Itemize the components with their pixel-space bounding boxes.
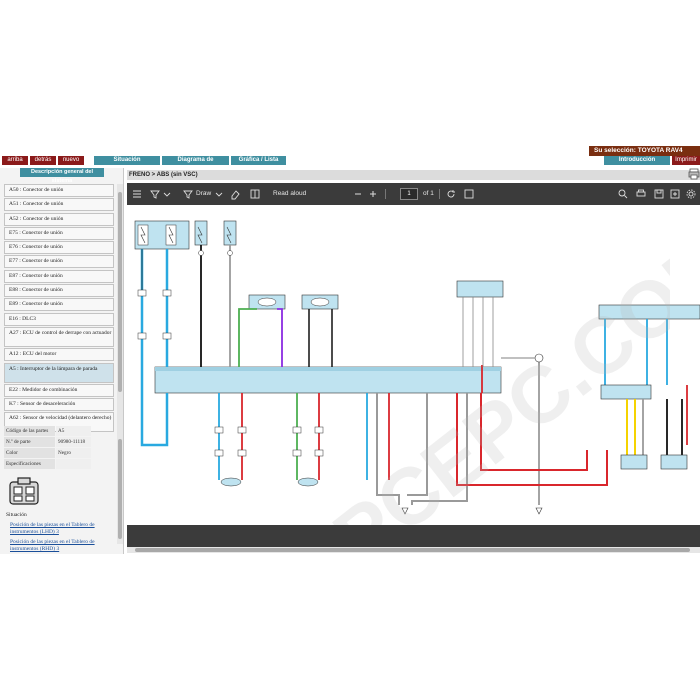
info-key: Color: [4, 448, 55, 458]
sidebar-scroll-thumb[interactable]: [118, 192, 122, 392]
search-icon[interactable]: [617, 188, 629, 200]
print-button[interactable]: Imprimir: [672, 156, 700, 165]
top-bar: Su selección: TOYOTA RAV4 arriba detrás …: [0, 146, 700, 172]
page-view-icon[interactable]: [249, 188, 261, 200]
fit-page-icon[interactable]: [463, 188, 475, 200]
sidebar-item[interactable]: E76 : Conector de unión: [4, 241, 114, 255]
info-row: Color Negro: [4, 448, 92, 458]
menu-icon[interactable]: [131, 188, 143, 200]
pdf-toolbar: Draw Read aloud 1 of 1: [127, 183, 700, 205]
info-row: Código de las partes A5: [4, 426, 92, 436]
sidebar-item[interactable]: E22 : Medidor de combinación: [4, 383, 114, 397]
tab-situacion[interactable]: Situación: [94, 156, 160, 165]
eraser-icon[interactable]: [229, 188, 241, 200]
info-key: Especificaciones: [4, 459, 55, 469]
info-key: Código de las partes: [4, 426, 55, 436]
rotate-icon[interactable]: [445, 188, 457, 200]
tab-grafica[interactable]: Gráfica / Lista: [231, 156, 286, 165]
info-value: Negro: [56, 448, 91, 458]
ecu-block: [154, 366, 502, 394]
sidebar-item[interactable]: K7 : Sensor de desaceleración: [4, 398, 114, 412]
page-number-input[interactable]: 1: [400, 188, 418, 200]
breadcrumb: FRENO > ABS (sin VSC): [127, 170, 700, 180]
sidebar-item[interactable]: E87 : Conector de unión: [4, 269, 114, 283]
nav-button-new[interactable]: nuevo: [58, 156, 84, 165]
wiring-diagram: [134, 220, 700, 515]
tab-introduccion[interactable]: Introducción: [604, 156, 670, 165]
sidebar-item[interactable]: A50 : Conector de unión: [4, 184, 114, 197]
draw-icon[interactable]: [182, 188, 194, 200]
info-row: Especificaciones: [4, 459, 92, 469]
connector-image: [9, 477, 39, 505]
info-value: 90980-11118: [56, 437, 91, 447]
sidebar-item[interactable]: E16 : DLC3: [4, 312, 114, 326]
tab-diagrama[interactable]: Diagrama de conexiones: [162, 156, 229, 172]
sidebar-item[interactable]: E77 : Conector de unión: [4, 255, 114, 269]
page-total: of 1: [423, 190, 434, 197]
link-lhd[interactable]: Posición de las piezas en el Tablero de …: [10, 522, 95, 535]
sidebar-item[interactable]: A12 : ECU del motor: [4, 348, 114, 362]
sidebar-item[interactable]: A5 : Interruptor de la lámpara de parada: [4, 362, 114, 383]
save-as-icon[interactable]: [669, 188, 681, 200]
chevron-down-icon[interactable]: [161, 188, 173, 200]
printer-icon[interactable]: [635, 188, 647, 200]
sidebar-item[interactable]: A27 : ECU de control de derrape con actu…: [4, 326, 114, 347]
zoom-out-icon[interactable]: [352, 188, 364, 200]
sidebar-item[interactable]: A51 : Conector de unión: [4, 198, 114, 212]
read-aloud-button[interactable]: Read aloud: [273, 190, 307, 197]
wiring-diagram-canvas[interactable]: [127, 205, 700, 525]
nav-button-back[interactable]: detrás: [30, 156, 56, 165]
viewer-bottom-bar: [127, 525, 700, 547]
sidebar-item[interactable]: A52 : Conector de unión: [4, 212, 114, 226]
info-value: [56, 459, 91, 469]
sidebar-item[interactable]: E88 : Conector de unión: [4, 284, 114, 298]
nav-button-up[interactable]: arriba: [2, 156, 28, 165]
gear-icon[interactable]: [685, 188, 697, 200]
selection-label: Su selección: TOYOTA RAV4: [589, 146, 700, 156]
sidebar-header[interactable]: Descripción general del sistema: [20, 168, 104, 184]
draw-label[interactable]: Draw: [196, 190, 212, 197]
chevron-down-icon[interactable]: [213, 188, 225, 200]
viewer-scroll-thumb[interactable]: [135, 548, 690, 552]
save-icon[interactable]: [653, 188, 665, 200]
toolbar-divider: [439, 189, 440, 199]
sidebar-scrollbar[interactable]: [117, 184, 123, 544]
info-row: N.º de parte 90980-11118: [4, 437, 92, 447]
filter-icon[interactable]: [149, 188, 161, 200]
info-key: N.º de parte: [4, 437, 55, 447]
sidebar-scroll-thumb-lower[interactable]: [118, 439, 122, 539]
info-value: A5: [56, 426, 91, 436]
sidebar-item[interactable]: E89 : Conector de unión: [4, 298, 114, 312]
sidebar-item[interactable]: E75 : Conector de unión: [4, 226, 114, 240]
printer-icon[interactable]: [688, 168, 700, 180]
sidebar: Descripción general del sistema A50 : Co…: [0, 168, 124, 554]
link-rhd[interactable]: Posición de las piezas en el Tablero de …: [10, 539, 95, 552]
zoom-in-icon[interactable]: [367, 188, 379, 200]
part-info-table: Código de las partes A5 N.º de parte 909…: [4, 426, 92, 470]
toolbar-divider: [385, 189, 386, 199]
viewer-horizontal-scrollbar[interactable]: [127, 547, 700, 553]
situacion-label: Situación: [6, 512, 27, 518]
